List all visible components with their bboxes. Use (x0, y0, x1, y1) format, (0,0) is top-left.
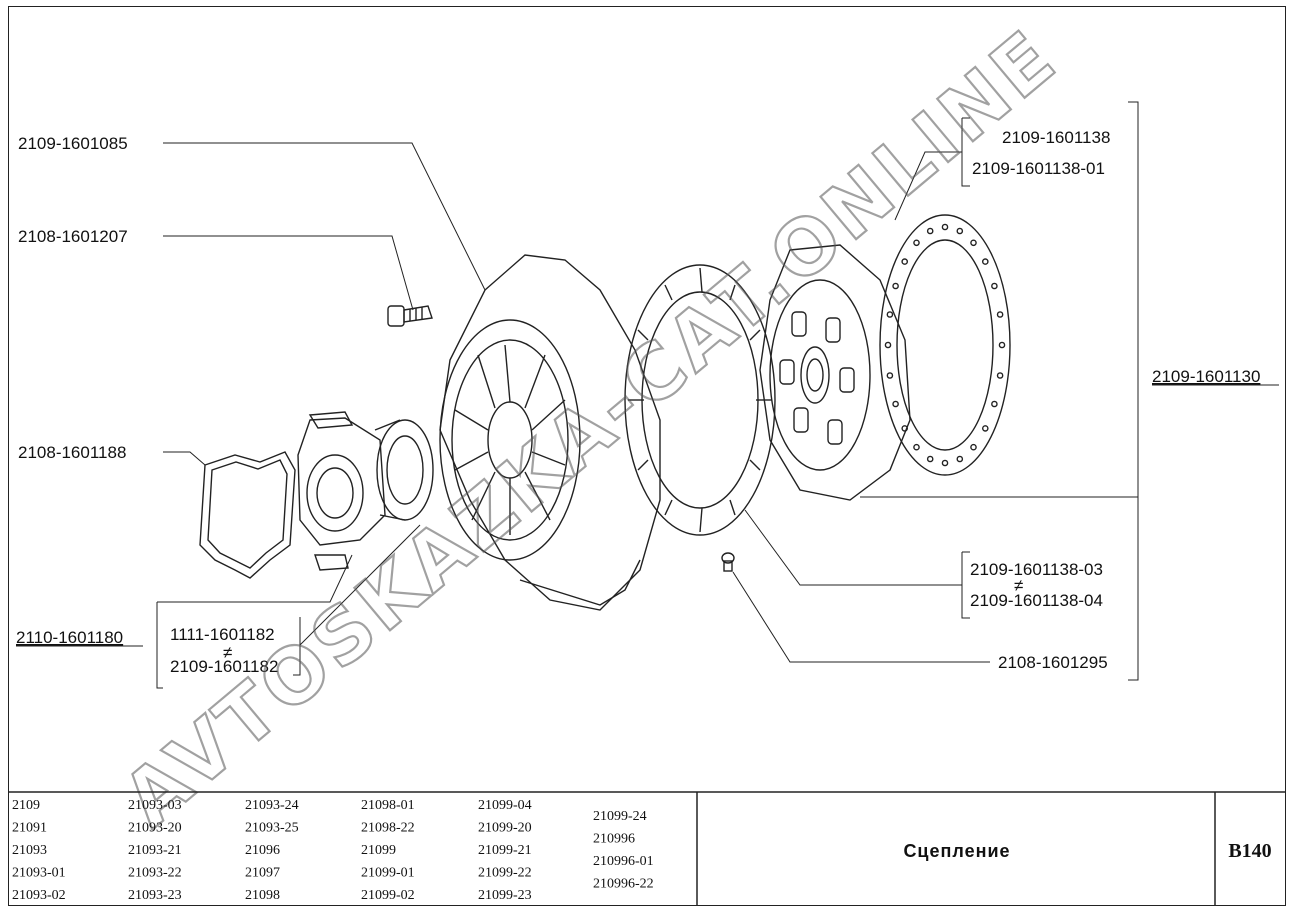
rivet-hole (884, 341, 892, 349)
watermark-text: AVTOSKAZKA-CAT.ONLINE (106, 12, 1073, 844)
callout-labels: 2109-1601085 2108-1601207 2108-1601188 2… (16, 128, 1279, 676)
rivet-hole (982, 258, 989, 265)
model-code: 21093-21 (128, 843, 182, 858)
bearing-spring-clip (199, 451, 296, 579)
label-disc-assembly: 2109-1601130 (1152, 367, 1260, 386)
model-code: 21099-02 (361, 888, 415, 903)
model-code: 21093 (12, 843, 47, 858)
model-code: 21099-20 (478, 821, 532, 836)
model-code: 2109 (12, 798, 40, 813)
diaphragm-fingers (454, 344, 566, 535)
model-code: 210996 (593, 832, 635, 847)
rivet-hole (886, 311, 894, 318)
rivet-hole (926, 455, 934, 463)
title-block: 2109 21091 21093 21093-01 21093-02 21093-03 21… (8, 791, 1286, 906)
model-code: 21093-01 (12, 866, 66, 881)
label-facing-1: 2109-1601138 (1002, 128, 1110, 147)
rivet-hole (982, 425, 989, 432)
not-interchangeable-mark-1: ≠ (223, 643, 232, 662)
model-code: 21098 (245, 888, 280, 903)
rivet-hole (996, 311, 1004, 318)
model-code: 21093-20 (128, 821, 182, 836)
pressure-plate (439, 254, 661, 611)
rivet-hole (886, 372, 894, 379)
facing-rivet-holes (884, 223, 1006, 467)
label-lining-2: 2109-1601138-04 (970, 591, 1103, 610)
model-code: 21099-22 (478, 866, 532, 881)
release-bearing (297, 411, 434, 571)
label-rivet: 2108-1601295 (998, 653, 1108, 672)
rivet-hole (998, 341, 1006, 349)
rivet-hole (926, 227, 934, 235)
rivet-hole (892, 282, 899, 290)
rivet-hole (991, 282, 998, 290)
model-code: 21093-22 (128, 866, 182, 881)
model-code: 21093-03 (128, 798, 182, 813)
disc-hub (759, 244, 911, 501)
model-code: 21099-23 (478, 888, 532, 903)
label-bolt: 2108-1601207 (18, 227, 128, 246)
model-code: 21093-24 (245, 798, 299, 813)
label-bearing-assembly: 2110-1601180 (16, 628, 123, 647)
label-bearing-alt-1: 1111-1601182 (170, 625, 275, 644)
rivet-part (721, 552, 735, 572)
drawing-code: B140 (1228, 840, 1271, 862)
model-code: 21099-21 (478, 843, 532, 858)
rivet-hole (913, 443, 920, 451)
model-code: 21093-23 (128, 888, 182, 903)
drawing-frame (8, 6, 1286, 906)
rivet-hole (901, 425, 909, 432)
label-pressure-plate: 2109-1601085 (18, 134, 128, 153)
rivet-hole (913, 239, 920, 247)
rivet-hole (941, 223, 949, 231)
leader-lines (156, 101, 1139, 689)
label-bearing-alt-2: 2109-1601182 (170, 657, 278, 676)
model-code: 21099-24 (593, 809, 647, 824)
model-code: 210996-22 (593, 877, 654, 892)
rivet-hole (941, 459, 949, 467)
model-list: 2109 21091 21093 21093-01 21093-02 21093-03 21… (12, 798, 654, 903)
rivet-hole (901, 258, 909, 265)
rivet-hole (996, 372, 1004, 379)
label-bearing-spring: 2108-1601188 (18, 443, 126, 462)
model-code: 21093-02 (12, 888, 66, 903)
rivet-hole (956, 455, 964, 463)
model-code: 21098-01 (361, 798, 415, 813)
model-code: 210996-01 (593, 854, 654, 869)
not-interchangeable-mark-2: ≠ (1014, 576, 1023, 595)
bolt (387, 305, 433, 327)
drawing-title: Сцепление (903, 841, 1010, 861)
facing-ring (879, 214, 1011, 476)
label-facing-2: 2109-1601138-01 (972, 159, 1105, 178)
model-code: 21099 (361, 843, 396, 858)
rivet-hole (970, 239, 977, 247)
model-code: 21091 (12, 821, 47, 836)
model-code: 21093-25 (245, 821, 299, 836)
rivet-hole (970, 443, 977, 451)
model-code: 21099-01 (361, 866, 415, 881)
rivet-hole (991, 400, 998, 408)
model-code: 21098-22 (361, 821, 415, 836)
rivet-hole (956, 227, 964, 235)
label-lining-1: 2109-1601138-03 (970, 560, 1103, 579)
rivet-hole (892, 400, 899, 408)
model-code: 21096 (245, 843, 280, 858)
model-code: 21099-04 (478, 798, 532, 813)
model-code: 21097 (245, 866, 280, 881)
